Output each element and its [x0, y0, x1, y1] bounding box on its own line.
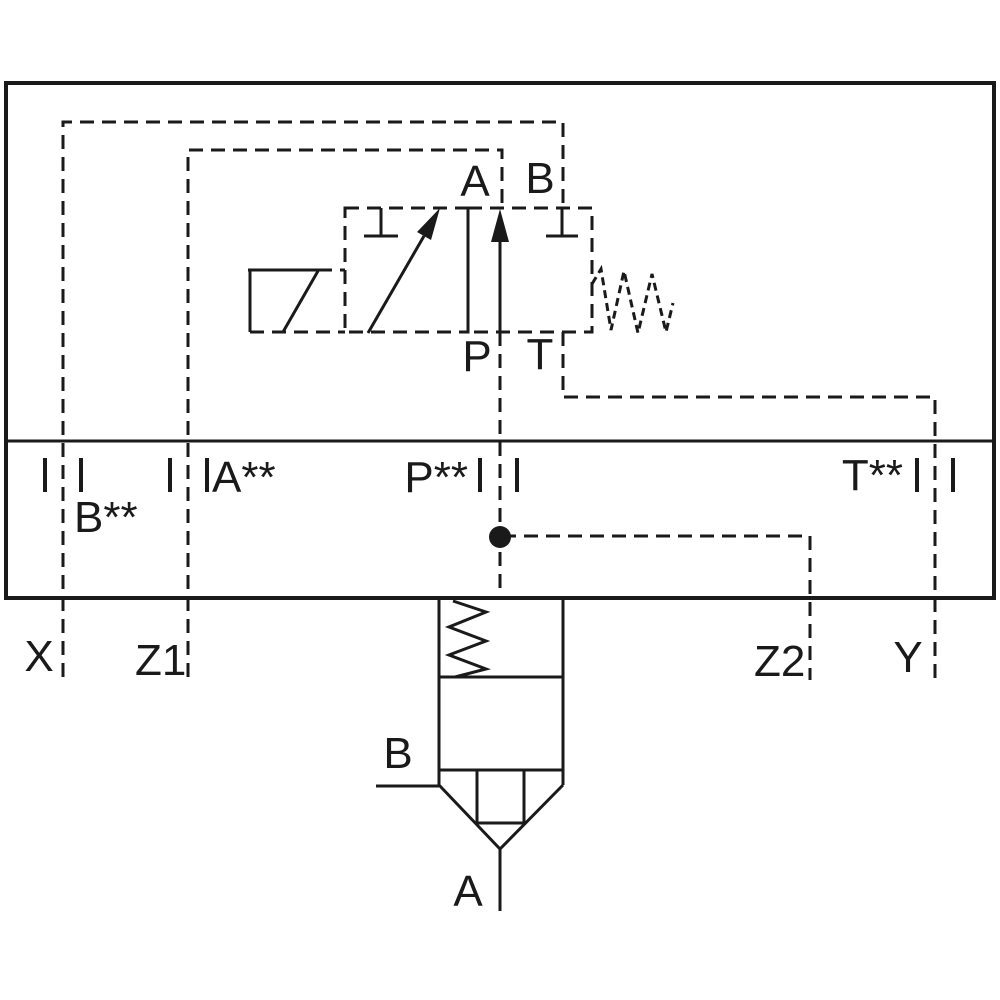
- solenoid-connection-dashes: [250, 268, 345, 334]
- pilot-line-x: [61, 120, 565, 677]
- pilot-line-t-y: [561, 332, 937, 683]
- label-manifold-port-p: P**: [404, 453, 468, 502]
- label-pilot-valve-port-t: T: [527, 330, 554, 379]
- label-cartridge-port-a: A: [453, 867, 483, 916]
- pilot-line-z2: [502, 534, 812, 680]
- pilot-valve-left-box: [343, 206, 470, 334]
- cartridge-body: [437, 598, 565, 852]
- proportional-arrow-head: [417, 208, 440, 240]
- junction-dot: [489, 526, 511, 548]
- label-cartridge-port-b: B: [383, 729, 412, 778]
- label-pilot-line-x: X: [24, 632, 53, 681]
- label-pilot-valve-port-a: A: [460, 157, 490, 206]
- blocked-port-symbol-right: [546, 208, 578, 238]
- cartridge-poppet: [475, 770, 526, 825]
- pilot-valve-right-box: [466, 206, 594, 334]
- label-manifold-port-a: A**: [212, 453, 276, 502]
- blocked-port-symbol-left: [364, 208, 398, 238]
- proportional-arrow-shaft: [366, 235, 426, 334]
- pilot-valve-spring: [590, 264, 675, 334]
- label-pilot-line-y: Y: [893, 633, 922, 682]
- cartridge-spring: [444, 599, 491, 679]
- label-pilot-line-z2: Z2: [754, 637, 805, 686]
- pilot-line-z1: [186, 148, 504, 677]
- label-pilot-valve-port-p: P: [462, 332, 491, 381]
- label-pilot-line-z1: Z1: [135, 636, 186, 685]
- proportional-solenoid: [248, 268, 320, 333]
- flow-arrow-head: [491, 209, 509, 242]
- label-pilot-valve-port-b: B: [525, 154, 554, 203]
- label-manifold-port-t: T**: [842, 451, 903, 500]
- label-manifold-port-b: B**: [74, 493, 138, 542]
